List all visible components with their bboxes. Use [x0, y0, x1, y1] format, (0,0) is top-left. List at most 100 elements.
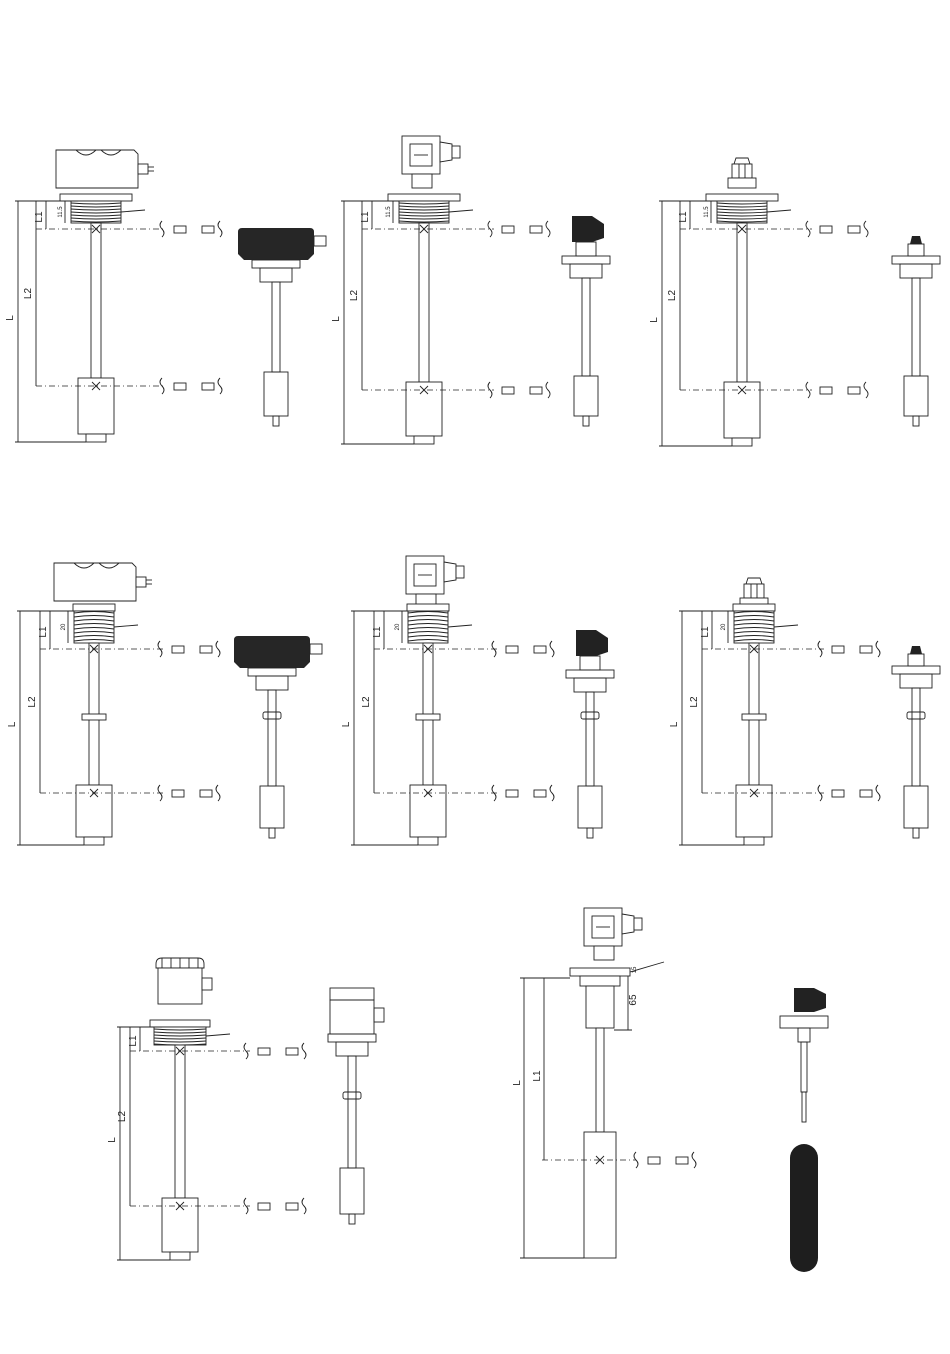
render-tube-end	[273, 416, 279, 426]
contact-symbol	[160, 221, 222, 237]
render-thread	[570, 264, 602, 278]
render-thread	[900, 674, 932, 688]
din-plug-cable	[456, 566, 464, 578]
guide-tube	[175, 1045, 185, 1198]
dim-label-thread: 11.5	[58, 206, 64, 218]
render-tube-end	[913, 416, 919, 426]
dim-label-L2: L2	[361, 696, 372, 708]
render-float	[904, 786, 928, 828]
drawing-top-2: LL2L111.5	[331, 136, 550, 444]
stopper-ring	[82, 714, 106, 720]
render-tube-end	[349, 1214, 355, 1224]
din-plug-base	[412, 174, 432, 188]
dim-label-L: L	[512, 1080, 523, 1086]
gland-body	[732, 164, 752, 178]
thread-leader	[206, 1034, 230, 1036]
product-render	[238, 228, 326, 426]
dim-label-L: L	[7, 721, 18, 727]
guide-tube	[91, 223, 101, 378]
dim-label-L: L	[649, 317, 660, 323]
dim-label-L1: L1	[678, 211, 689, 223]
contact-box	[832, 790, 844, 797]
contact-box	[530, 226, 542, 233]
thread-leader	[774, 625, 798, 627]
gland-cap	[734, 158, 750, 164]
contact-symbol	[818, 641, 880, 657]
render-float	[574, 376, 598, 416]
dim-label-thread: 20	[395, 623, 401, 630]
tube-end-cap	[86, 434, 106, 442]
dim-label-L1: L1	[372, 626, 383, 638]
render-din-plug	[572, 216, 604, 242]
contact-box	[258, 1203, 270, 1210]
render-stem	[586, 692, 594, 786]
contact-symbol	[818, 785, 880, 801]
housing-body	[56, 150, 138, 188]
din-plug-cable	[452, 146, 460, 158]
contact-symbol	[488, 382, 550, 398]
render-hex	[798, 1028, 810, 1042]
render-tube-end	[583, 416, 589, 426]
dim-label-L: L	[331, 316, 342, 322]
render-din-plug	[794, 988, 826, 1012]
mounting-flange	[706, 194, 778, 201]
contact-box	[676, 1157, 688, 1164]
dim-label-L2: L2	[117, 1111, 128, 1123]
contact-box	[202, 383, 214, 390]
render-gland-top	[910, 646, 922, 654]
render-stem	[801, 1042, 807, 1092]
render-float	[264, 372, 288, 416]
contact-bracket-right	[550, 785, 554, 801]
round-housing-head	[156, 958, 212, 1004]
render-stop-ring	[263, 712, 281, 719]
contact-bracket-right	[302, 1043, 306, 1059]
render-round-body	[330, 1000, 374, 1034]
tube-end-cap	[744, 837, 764, 845]
render-tube-end	[587, 828, 593, 838]
render-float	[904, 376, 928, 416]
dim-label-L: L	[5, 315, 16, 321]
contact-box	[820, 387, 832, 394]
dim-label-L1: L1	[128, 1035, 139, 1047]
product-render	[892, 236, 940, 426]
contact-symbol	[160, 378, 222, 394]
stopper-ring	[416, 714, 440, 720]
dim-label-65: 65	[628, 994, 639, 1006]
dim-label-L: L	[107, 1137, 118, 1143]
contact-box	[172, 790, 184, 797]
mounting-flange	[407, 604, 449, 611]
render-flange	[892, 256, 940, 264]
render-stem	[912, 278, 920, 376]
thread-leader	[449, 210, 473, 212]
contact-symbol	[806, 221, 868, 237]
dim-label-L1: L1	[700, 626, 711, 638]
dim-label-L2: L2	[27, 696, 38, 708]
product-render	[328, 988, 384, 1224]
render-thread	[260, 268, 292, 282]
float-body	[584, 1132, 616, 1258]
contact-bracket-right	[864, 221, 868, 237]
dim-label-15: 15	[632, 966, 638, 973]
tube-end-cap	[170, 1252, 190, 1260]
contact-bracket-right	[218, 221, 222, 237]
round-body	[158, 968, 202, 1004]
dim-label-L2: L2	[689, 696, 700, 708]
mounting-flange	[150, 1020, 210, 1027]
contact-box	[172, 646, 184, 653]
mounting-flange	[570, 968, 630, 976]
render-stem-lower	[802, 1092, 806, 1122]
render-stop-ring	[581, 712, 599, 719]
mounting-sleeve	[586, 986, 614, 1028]
contact-symbol	[158, 785, 220, 801]
contact-symbol	[244, 1043, 306, 1059]
render-stem	[582, 278, 590, 376]
render-tube-end	[913, 828, 919, 838]
stopper-ring	[742, 714, 766, 720]
contact-box	[534, 790, 546, 797]
render-flange	[566, 670, 614, 678]
contact-symbol	[488, 221, 550, 237]
guide-tube	[419, 223, 429, 382]
render-tube-end	[269, 828, 275, 838]
